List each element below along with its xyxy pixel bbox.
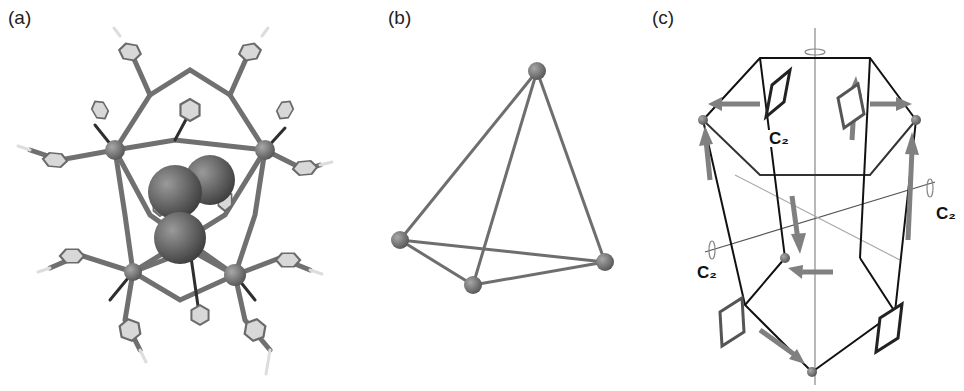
ligand-rhombs-part [838,84,864,128]
tetrahedron-vertices [391,62,614,294]
edge-arrows-part [870,102,898,107]
cage-bonds-dark [95,112,285,320]
symmetry-axes-part [705,182,935,252]
prism-vertices-part [698,115,708,125]
edge-arrows-part [720,102,760,107]
guest-spheres-part [154,212,206,264]
edge-arrows-part [789,349,805,364]
hydrogen-stubs-part [38,268,50,272]
prism-edges-part [703,120,916,175]
tetrahedron-vertices-part [391,231,409,249]
symmetry-axes-part [805,49,825,55]
phenyl-rings-part [42,152,67,167]
hydrogen-stubs-part [262,28,268,36]
prism-vertices-part [911,115,921,125]
phenyl-rings-part [176,96,205,123]
edge-arrows-part [908,150,912,240]
ligand-rhombs-part [766,70,790,117]
tetrahedron [400,71,605,285]
cage-bonds-part [115,140,265,150]
axis-label: C₂ [696,264,718,281]
edge-arrows-part [792,196,798,240]
tetrahedron-part [473,262,605,285]
edge-arrows-part [788,265,803,279]
ligand-rhombs [720,70,902,352]
phenyl-rings-part [60,249,84,262]
guest-spheres [148,155,235,264]
edge-arrows [699,76,919,364]
cage-bonds-part [115,70,265,150]
phenyl-rings [42,43,317,343]
molecular-structure [18,28,332,374]
hydrogen-stubs-part [310,270,322,274]
prism-vertices [698,115,921,377]
hydrogen-stubs-part [18,146,30,150]
edge-arrows-part [905,132,919,155]
edge-arrows-part [791,233,806,254]
prism-edges [703,58,916,372]
phenyl-rings-part [89,98,110,122]
guest-spheres-part [148,165,202,219]
edge-arrows-part [896,97,912,111]
metal-centres-part [255,140,275,160]
symmetry-axes-part [814,28,815,385]
panel-letter: (a) [8,8,31,27]
prism-edges-part [745,258,895,372]
panel-letter: (c) [652,8,674,27]
metal-centres [105,140,275,286]
prism-edges-part [860,58,870,258]
ligand-rhombs-part [720,298,744,346]
hydrogen-stubs-part [114,28,120,36]
edge-arrows-part [760,330,795,355]
phenyl-rings-part [118,43,142,62]
phenyl-rings-part [238,43,262,62]
prism-vertices-part [780,253,790,263]
prism-edges-part [703,58,916,120]
tetrahedron-part [537,71,605,262]
phenyl-rings-part [116,317,143,342]
axis-label: C₂ [768,130,790,147]
phenyl-rings-part [276,253,300,266]
hydrogen-stubs [18,28,332,374]
tetrahedron-part [400,240,605,262]
ligand-rhombs-part [876,304,902,352]
cage-bonds-part [133,272,235,300]
cage-bonds-part [133,150,265,272]
cage-bonds-part [235,275,270,350]
hydrogen-stubs-part [140,350,146,362]
phenyl-rings-part [292,160,317,175]
cage-bonds [30,50,320,350]
tetrahedron-vertices-part [596,253,614,271]
edge-arrows-part [800,270,833,275]
panel-letter: (b) [388,8,411,27]
hydrogen-stubs-part [266,350,270,374]
cage-bonds-part [235,150,265,275]
metal-centres-part [105,140,125,160]
cage-bonds-part [115,150,235,275]
phenyl-rings-part [241,317,268,342]
hydrogen-stubs-part [320,162,332,165]
phenyl-rings-part [187,303,213,328]
symmetry-axes-part [735,175,900,260]
edge-arrows-part [699,126,713,146]
symmetry-axes-part [709,241,715,259]
edge-arrows-part [708,97,722,111]
axis-label: C₂ [935,205,957,222]
symmetry-axes-part [927,179,933,197]
tetrahedron-part [400,71,537,240]
phenyl-rings-part [274,98,295,122]
metal-centres-part [224,264,246,286]
tetrahedron-vertices-part [528,62,546,80]
prism-vertices-part [807,367,817,377]
edge-arrows-part [706,140,710,180]
tetrahedron-vertices-part [464,276,482,294]
metal-centres-part [124,263,142,281]
